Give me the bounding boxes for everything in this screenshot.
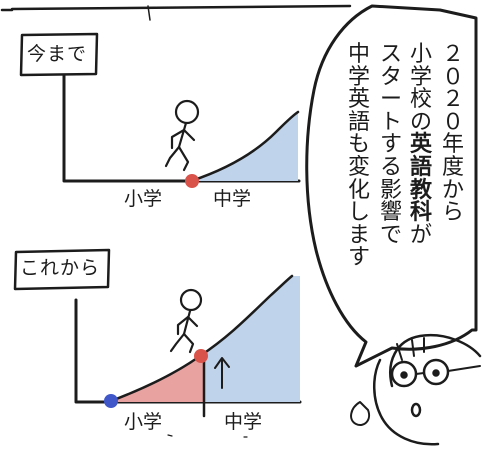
panel-2-axis-right-label: 中学 bbox=[224, 411, 263, 433]
panel-2-title: これから bbox=[20, 257, 101, 279]
sweat-drop-icon bbox=[350, 401, 370, 426]
panel-2-marker-dot bbox=[194, 349, 208, 363]
panel-2-walking-figure bbox=[169, 288, 203, 354]
panel-2-curve-fill bbox=[204, 276, 300, 402]
panel-1-axis-right-label: 中学 bbox=[213, 188, 252, 210]
speech-line-2-segment: 英語教科 bbox=[409, 132, 432, 226]
speech-line-3: スタートする影響で bbox=[378, 42, 404, 248]
panel-1-start-dot bbox=[185, 174, 199, 188]
speech-line-3-segment: スタートする影響で bbox=[379, 42, 402, 248]
glasses-right-lens-icon bbox=[422, 358, 450, 386]
left-eye bbox=[400, 371, 408, 379]
speech-line-4-segment: 中学英語も変化します bbox=[347, 42, 370, 271]
person-hair-strands bbox=[396, 337, 425, 361]
panel-2 bbox=[13, 248, 302, 438]
person-with-glasses bbox=[350, 333, 482, 446]
person-hair-outline bbox=[389, 333, 482, 388]
speech-line-2-segment: 小学校の bbox=[409, 42, 432, 135]
person-face-outline bbox=[373, 358, 440, 446]
speech-line-2-segment: が bbox=[409, 222, 432, 248]
top-border-line bbox=[0, 4, 352, 12]
panel-1-title-box bbox=[19, 32, 99, 77]
panel-1 bbox=[19, 32, 301, 188]
panel-2-curve bbox=[109, 274, 294, 403]
right-eye bbox=[432, 369, 440, 377]
panel-2-start-dot bbox=[104, 394, 118, 408]
glasses-bridge bbox=[415, 365, 481, 375]
panel-1-curve-fill bbox=[191, 112, 298, 181]
speech-line-4: 中学英語も変化します bbox=[346, 42, 372, 271]
panel-1-axis-left-label: 小学 bbox=[124, 188, 163, 210]
mouth bbox=[410, 402, 422, 418]
up-arrow-icon bbox=[214, 357, 230, 389]
speech-bubble bbox=[305, 4, 478, 368]
panel-2-new-area bbox=[111, 356, 204, 402]
panel-2-axis-left-label: 小学 bbox=[124, 411, 163, 433]
panel-1-curve bbox=[189, 110, 300, 183]
panel-1-walking-figure bbox=[164, 99, 200, 172]
sketch-marks bbox=[167, 434, 248, 438]
panel-2-title-box bbox=[13, 248, 111, 291]
panel-1-title: 今まで bbox=[27, 43, 88, 65]
speech-line-2: 小学校の英語教科が bbox=[408, 42, 434, 248]
